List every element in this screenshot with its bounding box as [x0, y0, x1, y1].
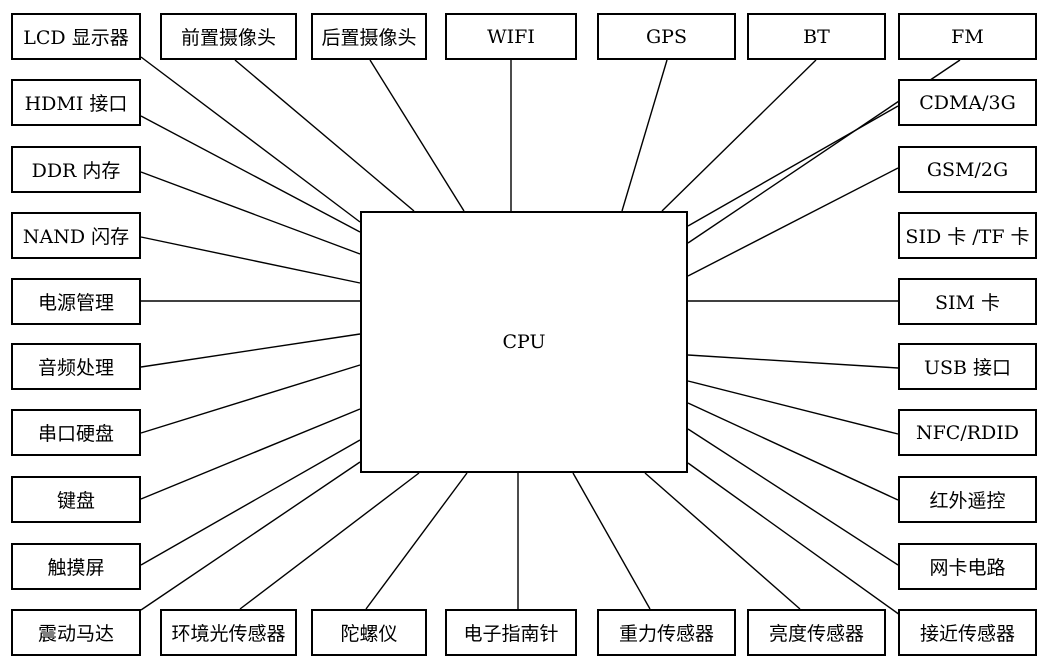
- connection-line: [687, 167, 899, 277]
- connection-line: [687, 428, 899, 566]
- connection-line: [140, 439, 361, 566]
- module-fm: FM: [898, 13, 1037, 60]
- connection-line: [687, 105, 899, 227]
- module-gravity-sensor: 重力传感器: [597, 609, 736, 656]
- cpu-block: CPU: [360, 211, 688, 473]
- connection-line: [140, 364, 361, 434]
- module-audio-processing: 音频处理: [11, 343, 141, 390]
- connection-line: [140, 56, 361, 223]
- connection-line: [687, 380, 899, 435]
- module-wifi: WIFI: [445, 13, 577, 60]
- cpu-label: CPU: [502, 331, 546, 353]
- module-brightness-sensor: 亮度传感器: [747, 609, 886, 656]
- module-front-camera: 前置摄像头: [160, 13, 297, 60]
- connection-line: [140, 333, 361, 368]
- connection-line: [140, 461, 361, 611]
- module-sd-tf-card: SID 卡 /TF 卡: [898, 212, 1037, 259]
- connection-line: [687, 402, 899, 501]
- module-hdmi: HDMI 接口: [11, 79, 141, 126]
- module-touchscreen: 触摸屏: [11, 543, 141, 590]
- connection-line: [621, 59, 668, 212]
- connection-line: [661, 59, 817, 212]
- module-proximity-sensor: 接近传感器: [898, 609, 1037, 656]
- module-ddr-memory: DDR 内存: [11, 146, 141, 193]
- module-sim-card: SIM 卡: [898, 278, 1037, 325]
- connection-line: [687, 354, 899, 369]
- module-network-card: 网卡电路: [898, 543, 1037, 590]
- connection-line: [365, 472, 468, 610]
- module-rear-camera: 后置摄像头: [311, 13, 427, 60]
- module-nfc: NFC/RDID: [898, 409, 1037, 456]
- module-gsm-2g: GSM/2G: [898, 146, 1037, 193]
- connection-line: [140, 408, 361, 500]
- module-serial-disk: 串口硬盘: [11, 409, 141, 456]
- module-gps: GPS: [597, 13, 736, 60]
- module-compass: 电子指南针: [445, 609, 577, 656]
- connection-line: [140, 171, 361, 255]
- module-keyboard: 键盘: [11, 476, 141, 523]
- module-infrared: 红外遥控: [898, 476, 1037, 523]
- module-bt: BT: [747, 13, 886, 60]
- connection-line: [140, 236, 361, 284]
- module-gyroscope: 陀螺仪: [311, 609, 427, 656]
- module-cdma-3g: CDMA/3G: [898, 79, 1037, 126]
- module-power-management: 电源管理: [11, 278, 141, 325]
- connection-line: [572, 472, 651, 610]
- module-ambient-light-sensor: 环境光传感器: [160, 609, 297, 656]
- connection-line: [140, 115, 361, 233]
- connection-line: [234, 59, 415, 212]
- module-nand-flash: NAND 闪存: [11, 212, 141, 259]
- module-vibration-motor: 震动马达: [11, 609, 141, 656]
- module-usb: USB 接口: [898, 343, 1037, 390]
- connection-line: [644, 472, 801, 610]
- connection-line: [687, 462, 901, 616]
- connection-line: [239, 472, 420, 610]
- connection-line: [369, 59, 465, 212]
- module-lcd-display: LCD 显示器: [11, 13, 141, 60]
